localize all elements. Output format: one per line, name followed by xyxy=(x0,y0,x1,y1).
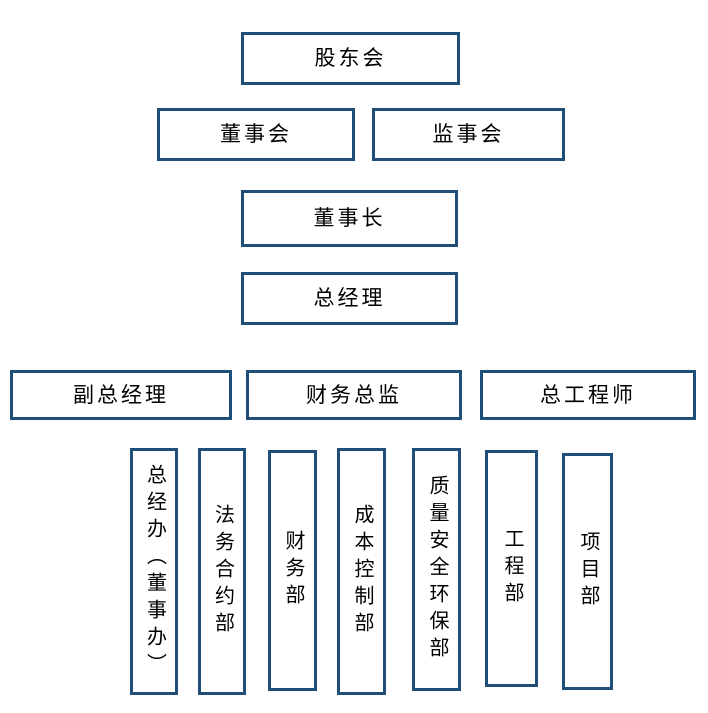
node-label: 成本控制部 xyxy=(351,504,373,639)
node-deputy-general-manager[interactable]: 副总经理 xyxy=(10,370,232,420)
node-board-of-supervisors[interactable]: 监事会 xyxy=(372,108,565,161)
node-department-gm-office[interactable]: 总经办（董事办） xyxy=(130,448,178,695)
node-department-cost-control[interactable]: 成本控制部 xyxy=(337,448,386,695)
node-shareholders-meeting[interactable]: 股东会 xyxy=(241,32,460,85)
node-label: 总经理 xyxy=(313,286,386,311)
node-chief-engineer[interactable]: 总工程师 xyxy=(480,370,696,420)
node-label: 总工程师 xyxy=(540,382,636,407)
node-cfo[interactable]: 财务总监 xyxy=(246,370,462,420)
node-label: 股东会 xyxy=(314,46,387,71)
node-label: 董事会 xyxy=(220,122,292,147)
node-general-manager[interactable]: 总经理 xyxy=(241,272,458,325)
node-department-quality-safety-environment[interactable]: 质量安全环保部 xyxy=(412,448,461,691)
node-department-finance[interactable]: 财务部 xyxy=(268,450,317,691)
node-label: 项目部 xyxy=(577,531,599,612)
node-label: 监事会 xyxy=(432,122,505,147)
node-department-legal-contract[interactable]: 法务合约部 xyxy=(198,448,246,695)
node-department-project[interactable]: 项目部 xyxy=(562,453,613,690)
node-label: 总经办（董事办） xyxy=(143,463,166,680)
node-department-engineering[interactable]: 工程部 xyxy=(485,450,538,687)
node-chairman[interactable]: 董事长 xyxy=(241,190,458,247)
node-board-of-directors[interactable]: 董事会 xyxy=(157,108,355,161)
node-label: 财务总监 xyxy=(306,382,402,407)
node-label: 质量安全环保部 xyxy=(426,475,448,664)
node-label: 法务合约部 xyxy=(211,504,234,639)
node-label: 副总经理 xyxy=(73,382,169,407)
node-label: 财务部 xyxy=(282,530,304,611)
node-label: 工程部 xyxy=(501,528,523,609)
node-label: 董事长 xyxy=(313,206,386,231)
